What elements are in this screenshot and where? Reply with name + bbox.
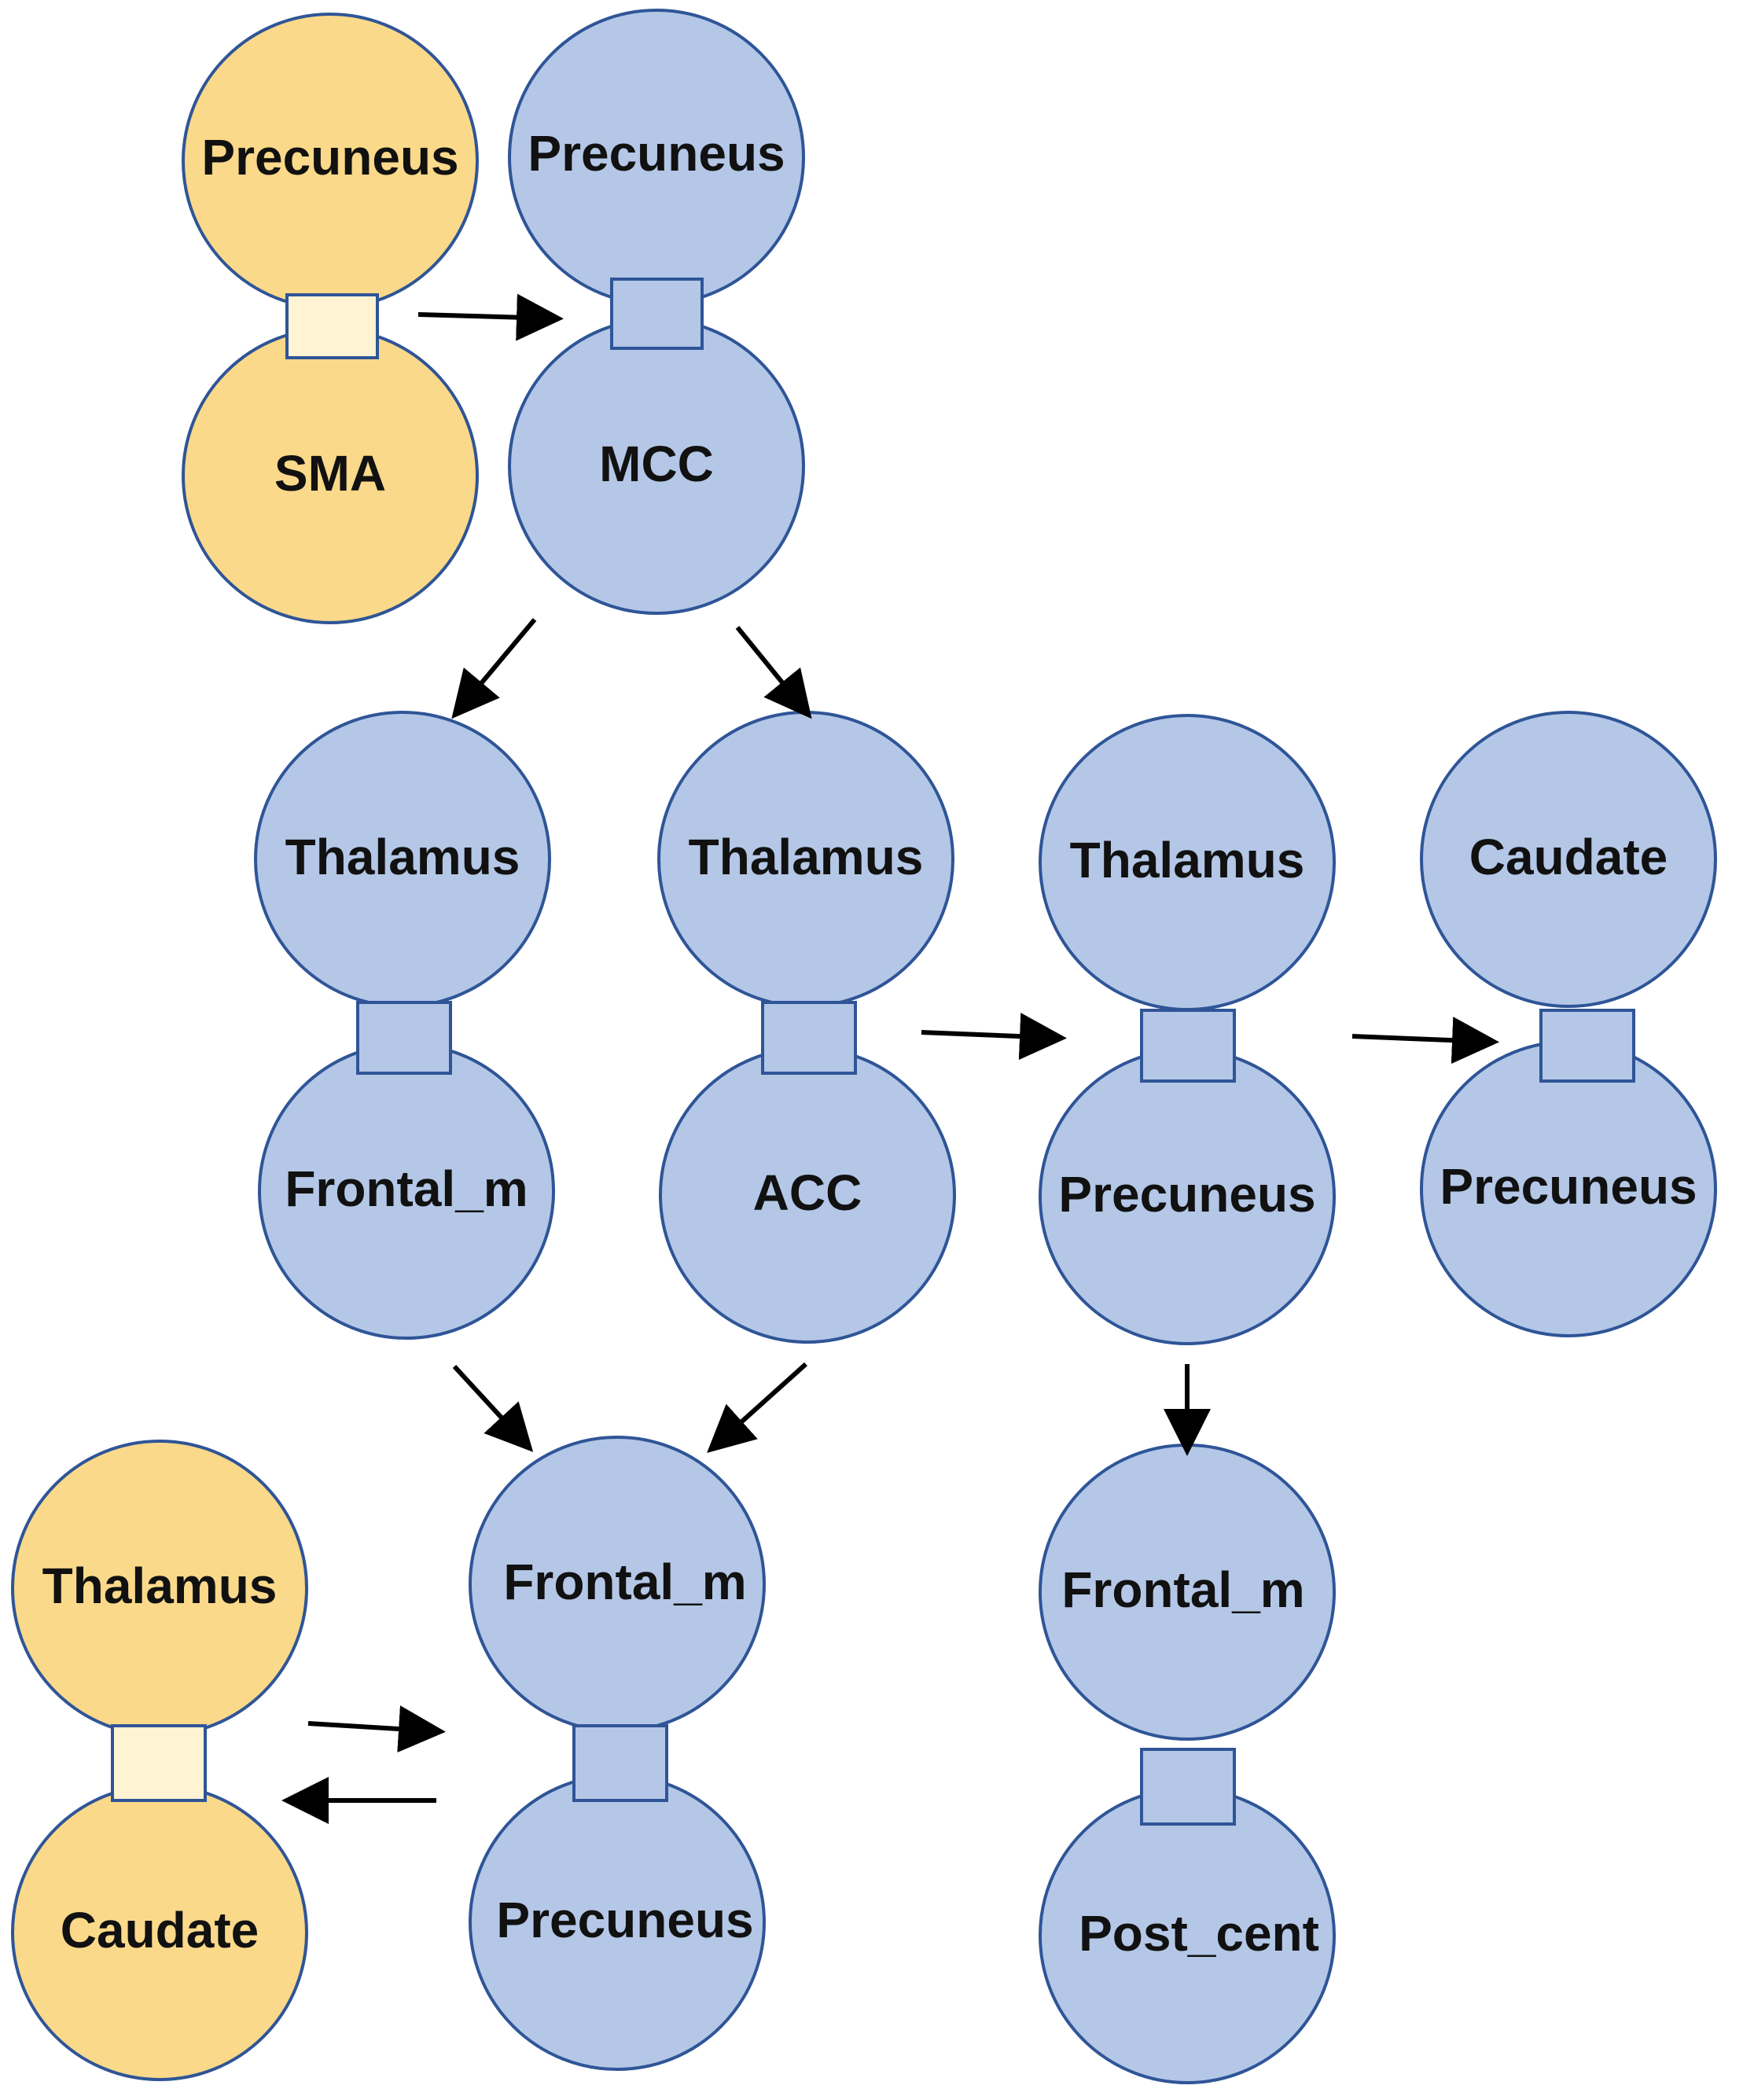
bottom-node-label: Precuneus <box>1058 1166 1315 1223</box>
arrow-thalamus-acc-to-frontal-m-precuneus <box>707 1362 808 1454</box>
arrow-thalamus-acc-to-thalamus-precuneus <box>921 1013 1067 1061</box>
bottom-node-label: ACC <box>753 1164 862 1221</box>
connector-box <box>761 1001 857 1075</box>
arrow-thalamus-caudate-to-frontal-m-precuneus <box>307 1705 446 1753</box>
arrow-sma-precuneus-to-mcc-precuneus <box>417 293 564 341</box>
top-node-label: Precuneus <box>528 125 785 182</box>
bottom-node-label: Post_cent <box>1079 1905 1319 1962</box>
arrow-thalamus-precuneus-to-caudate-precuneus <box>1351 1017 1499 1065</box>
connector-box <box>1140 1748 1236 1826</box>
arrow-thalamus-frontal-m-to-frontal-m-precuneus <box>452 1364 534 1452</box>
top-node-label: Thalamus <box>285 829 520 885</box>
connector-box <box>1140 1009 1236 1083</box>
connector-box <box>610 278 704 350</box>
connector-box <box>572 1724 668 1802</box>
top-node-label: Frontal_m <box>503 1554 746 1610</box>
top-node-label: Thalamus <box>42 1558 278 1614</box>
bottom-node-label: Caudate <box>61 1902 259 1958</box>
top-node-circle <box>1420 711 1717 1008</box>
top-node-label: Frontal_m <box>1061 1561 1304 1618</box>
arrow-mcc-precuneus-to-thalamus-frontal-m <box>451 618 537 719</box>
bottom-node-label: MCC <box>599 436 714 492</box>
top-node-label: Thalamus <box>1070 832 1305 888</box>
connector-box <box>111 1724 207 1802</box>
connector-box <box>356 1001 452 1075</box>
edges <box>281 293 1499 1824</box>
top-node-label: Caudate <box>1469 829 1668 885</box>
arrow-mcc-precuneus-to-thalamus-acc <box>735 626 812 719</box>
bottom-node-label: Precuneus <box>1440 1158 1697 1215</box>
connector-box <box>285 293 379 359</box>
node-pairs: PrecuneusSMAPrecuneusMCCThalamusFrontal_… <box>11 9 1717 2084</box>
bottom-node-label: Precuneus <box>496 1892 753 1948</box>
connector-box <box>1539 1009 1635 1083</box>
top-node-label: Thalamus <box>689 829 924 885</box>
bottom-node-label: SMA <box>274 445 386 502</box>
bottom-node-label: Frontal_m <box>285 1160 528 1217</box>
top-node-label: Precuneus <box>201 129 458 186</box>
